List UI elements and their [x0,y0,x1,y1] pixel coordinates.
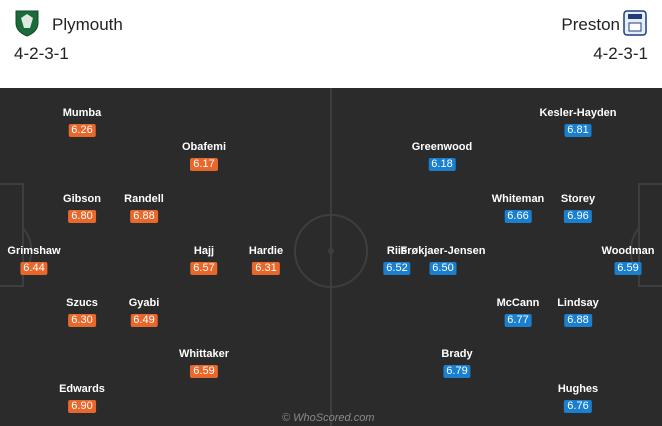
player-name: Grimshaw [7,245,61,257]
player-rating: 6.90 [68,400,96,413]
player-home-st[interactable]: Hardie 6.31 [249,245,283,276]
home-team-name: Plymouth [52,15,123,34]
player-rating: 6.49 [130,314,158,327]
player-home-rcb[interactable]: Gibson 6.80 [63,193,101,224]
player-name: Frøkjaer-Jensen [400,245,486,257]
player-name: Brady [441,348,473,360]
player-away-cam[interactable]: Frøkjaer-Jensen 6.50 [400,245,486,276]
player-away-rdm[interactable]: McCann 6.77 [496,297,540,328]
player-away-ram[interactable]: Brady 6.79 [441,348,473,379]
player-home-lam[interactable]: Whittaker 6.59 [179,348,229,379]
player-rating: 6.79 [443,365,471,378]
away-team-name: Preston [561,15,620,34]
player-name: Hughes [557,383,599,395]
player-name: Edwards [59,383,105,395]
player-name: Mumba [62,107,102,119]
player-home-lb[interactable]: Edwards 6.90 [59,383,105,414]
player-home-rb[interactable]: Mumba 6.26 [62,107,102,138]
player-rating: 6.44 [20,262,48,275]
player-name: Randell [124,193,164,205]
player-home-ram[interactable]: Obafemi 6.17 [182,141,226,172]
player-away-lcb[interactable]: Storey 6.96 [561,193,595,224]
watermark: © WhoScored.com [282,412,375,424]
player-away-rb[interactable]: Hughes 6.76 [558,383,598,414]
player-rating: 6.81 [564,124,592,137]
match-header: Plymouth 4-2-3-1 Preston 4-2-3-1 [0,0,662,82]
player-name: Riis [386,245,408,257]
player-name: Hardie [248,245,284,257]
player-name: Storey [560,193,596,205]
player-name: Hajj [193,245,215,257]
player-name: Greenwood [411,141,473,153]
pitch: Grimshaw 6.44 Edwards 6.90 Szucs 6.30 Gi… [0,88,662,426]
player-rating: 6.18 [428,158,456,171]
player-home-cam[interactable]: Hajj 6.57 [190,245,218,276]
pitch-markings [0,88,662,426]
player-rating: 6.30 [68,314,96,327]
player-home-ldm[interactable]: Gyabi 6.49 [128,297,160,328]
player-rating: 6.80 [68,210,96,223]
player-away-lb[interactable]: Kesler-Hayden 6.81 [539,107,617,138]
player-name: Gibson [63,193,101,205]
away-formation: 4-2-3-1 [593,44,648,63]
player-name: Lindsay [557,297,599,309]
player-rating: 6.57 [190,262,218,275]
player-name: Whittaker [178,348,230,360]
player-name: Szucs [66,297,98,309]
player-rating: 6.76 [564,400,592,413]
player-rating: 6.50 [429,262,457,275]
player-away-gk[interactable]: Woodman 6.59 [601,245,655,276]
player-rating: 6.96 [564,210,592,223]
player-name: Kesler-Hayden [539,107,617,119]
player-home-rdm[interactable]: Randell 6.88 [124,193,164,224]
player-rating: 6.52 [383,262,411,275]
player-away-ldm[interactable]: Whiteman 6.66 [491,193,545,224]
plymouth-crest-icon [15,10,39,37]
player-name: Gyabi [128,297,160,309]
player-name: Whiteman [491,193,545,205]
player-away-lam[interactable]: Greenwood 6.18 [411,141,473,172]
player-rating: 6.88 [564,314,592,327]
player-name: Woodman [601,245,655,257]
home-formation: 4-2-3-1 [14,44,69,63]
player-name: McCann [496,297,540,309]
player-rating: 6.66 [504,210,532,223]
player-home-lcb[interactable]: Szucs 6.30 [66,297,98,328]
player-rating: 6.77 [504,314,532,327]
player-home-gk[interactable]: Grimshaw 6.44 [7,245,61,276]
player-rating: 6.31 [252,262,280,275]
player-rating: 6.59 [190,365,218,378]
player-rating: 6.17 [190,158,218,171]
player-rating: 6.26 [68,124,96,137]
preston-crest-icon [623,10,647,36]
player-name: Obafemi [181,141,227,153]
player-rating: 6.88 [130,210,158,223]
player-away-st[interactable]: Riis 6.52 [383,245,411,276]
player-away-rcb[interactable]: Lindsay 6.88 [557,297,599,328]
player-rating: 6.59 [614,262,642,275]
